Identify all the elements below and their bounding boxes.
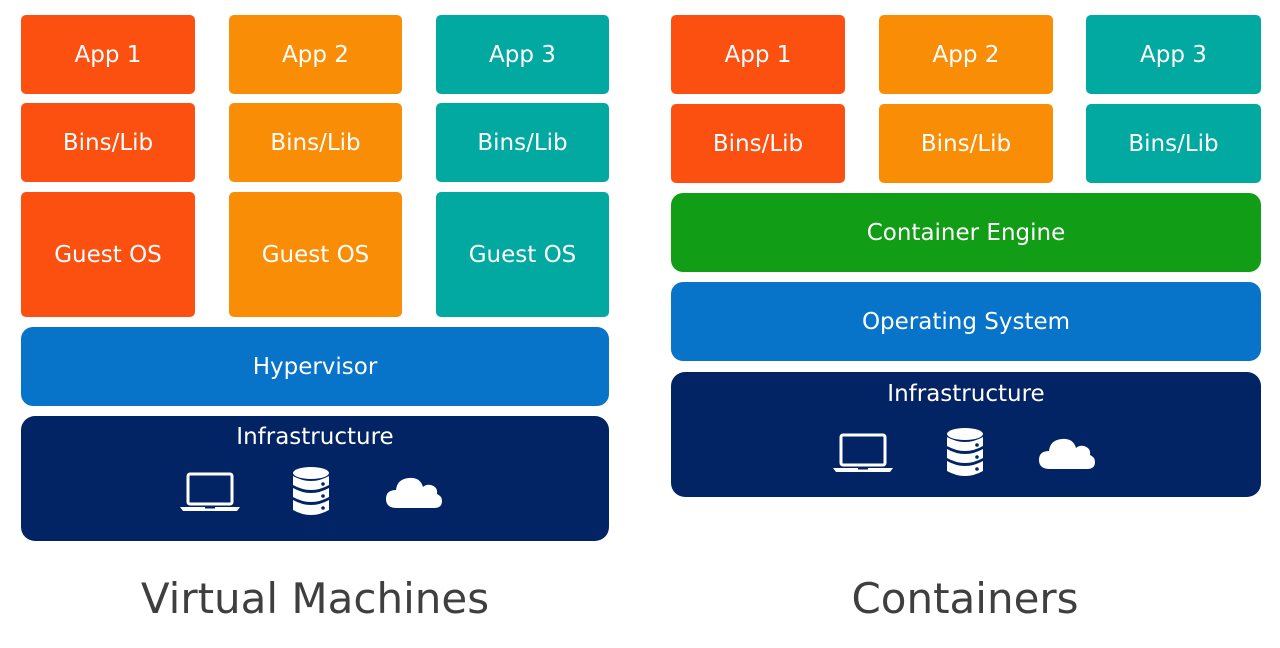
vm-bins-lib-3: Bins/Lib [436, 103, 609, 182]
containers-panel: App 1 Bins/Lib App 2 Bins/Lib App 3 Bins… [650, 0, 1280, 648]
laptop-icon [180, 472, 240, 511]
ct-infrastructure-label: Infrastructure [887, 381, 1045, 407]
ct-bins-lib-1: Bins/Lib [671, 104, 845, 183]
vm-infrastructure-layer: Infrastructure [21, 416, 609, 541]
ct-app-3: App 3 [1086, 15, 1261, 94]
vm-caption: Virtual Machines [140, 574, 490, 623]
ct-caption: Containers [851, 574, 1079, 623]
vm-infrastructure-label: Infrastructure [236, 424, 394, 450]
cloud-icon [386, 477, 442, 508]
vm-app-1: App 1 [21, 15, 195, 94]
vm-bins-lib-2: Bins/Lib [229, 103, 402, 182]
ct-app-1: App 1 [671, 15, 845, 94]
virtual-machines-panel: App 1 Bins/Lib Guest OS App 2 Bins/Lib G… [21, 15, 609, 623]
container-engine-layer: Container Engine [671, 193, 1261, 272]
hypervisor-layer: Hypervisor [21, 327, 609, 406]
operating-system-layer: Operating System [671, 282, 1261, 361]
laptop-icon [833, 433, 893, 472]
vm-guest-os-3: Guest OS [436, 192, 609, 317]
ct-infrastructure-layer: Infrastructure [671, 372, 1261, 497]
ct-app-2: App 2 [879, 15, 1053, 94]
database-icon [947, 428, 983, 476]
ct-bins-lib-2: Bins/Lib [879, 104, 1053, 183]
vm-guest-os-1: Guest OS [21, 192, 195, 317]
cloud-icon [1039, 438, 1095, 469]
vm-guest-os-2: Guest OS [229, 192, 402, 317]
vm-app-3: App 3 [436, 15, 609, 94]
ct-bins-lib-3: Bins/Lib [1086, 104, 1261, 183]
vm-app-2: App 2 [229, 15, 402, 94]
database-icon [293, 467, 329, 515]
vm-bins-lib-1: Bins/Lib [21, 103, 195, 182]
